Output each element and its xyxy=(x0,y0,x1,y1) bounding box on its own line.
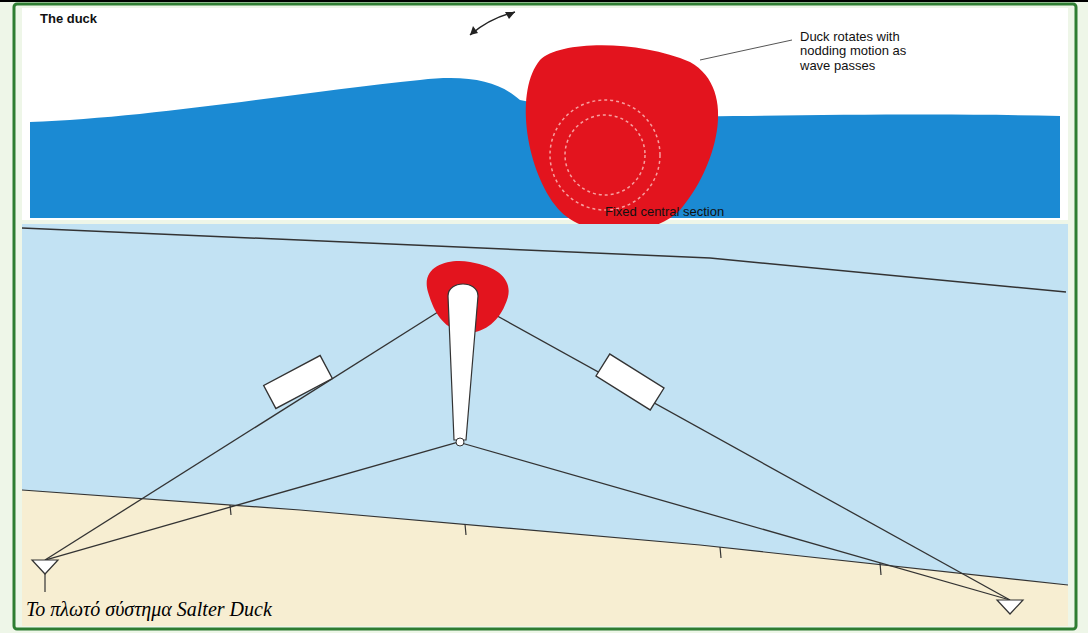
seabed xyxy=(22,490,1068,626)
frame-border xyxy=(14,4,1076,629)
top-rule xyxy=(0,0,1088,2)
duck-body xyxy=(526,45,718,232)
rotation-arrowheads xyxy=(470,12,515,35)
seabed-ticks xyxy=(230,505,881,575)
figure-caption: Το πλωτό σύστημα Salter Duck xyxy=(26,598,272,620)
right-buoy xyxy=(596,354,664,410)
central-spine xyxy=(448,284,478,440)
part-label: Fixed central section xyxy=(605,205,724,219)
duck-spine-outer xyxy=(550,100,660,210)
right-anchor xyxy=(997,600,1023,614)
mooring-lines xyxy=(45,312,1010,600)
left-buoy xyxy=(264,355,333,408)
panel-title: The duck xyxy=(40,12,97,26)
duck-spine-inner xyxy=(565,115,645,195)
left-anchor xyxy=(32,560,58,574)
sea xyxy=(22,224,1068,626)
spine-joint xyxy=(456,438,464,446)
leader-line xyxy=(700,40,792,60)
rotation-arrow xyxy=(470,12,515,35)
sea-surface xyxy=(22,228,1066,292)
callout-text: Duck rotates with nodding motion as wave… xyxy=(800,30,935,73)
anchor-pile xyxy=(44,574,45,592)
seabed-line xyxy=(22,490,1068,585)
